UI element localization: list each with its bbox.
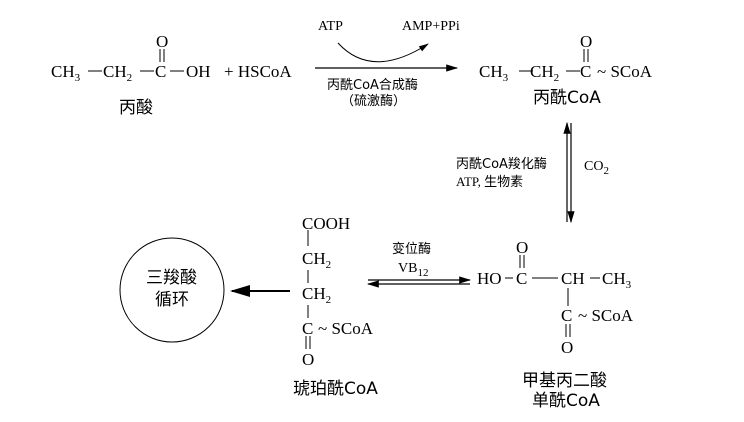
succinyl-coa-name: 琥珀酰CoA xyxy=(293,379,378,399)
sc-scoa: ~ SCoA xyxy=(318,319,374,338)
step3-enzyme: 变位酶 xyxy=(392,242,432,257)
propionyl-coa-name: 丙酰CoA xyxy=(533,88,601,108)
tca-line1: 三羧酸 xyxy=(146,268,197,288)
pc-o: O xyxy=(580,32,593,51)
propionate-name: 丙酸 xyxy=(119,98,153,118)
sc-o: O xyxy=(302,350,315,369)
co2-label: CO2 xyxy=(584,159,609,177)
methylmalonyl-name-line2: 单酰CoA xyxy=(532,391,600,411)
step2-cofactors: ATP, 生物素 xyxy=(456,174,524,189)
mm-o2: O xyxy=(561,338,574,357)
step2-enzyme: 丙酰CoA羧化酶 xyxy=(456,157,547,172)
mm-ch: CH xyxy=(561,269,585,288)
mm-ch3: CH3 xyxy=(602,269,632,291)
pc-scoa: ~ SCoA xyxy=(597,62,653,81)
amp-ppi-label: AMP+PPi xyxy=(402,19,460,34)
mm-c2: C xyxy=(561,306,573,325)
mm-c1: C xyxy=(516,269,528,288)
pc-ch2: CH2 xyxy=(530,62,560,84)
mm-scoa: ~ SCoA xyxy=(578,306,634,325)
step3-cofactor: VB12 xyxy=(398,261,429,279)
mm-o1: O xyxy=(516,238,529,257)
sc-ch2b: CH2 xyxy=(302,284,332,306)
tca-circle xyxy=(119,237,225,343)
tca-line2: 循环 xyxy=(155,290,189,310)
propionate-c: C xyxy=(155,62,167,81)
step1-enzyme: 丙酰CoA合成酶 xyxy=(327,78,418,93)
sc-c: C xyxy=(302,319,314,338)
plus-hscoa: + HSCoA xyxy=(224,62,292,81)
propionate-oh: OH xyxy=(186,62,211,81)
pc-ch3: CH3 xyxy=(479,62,509,84)
step1-enzyme-alt: （硫激酶） xyxy=(341,94,407,109)
arrow-atp-to-amp xyxy=(337,42,429,63)
propionate-ch3: CH3 xyxy=(51,62,81,84)
sc-cooh: COOH xyxy=(302,214,351,233)
propionate-ch2: CH2 xyxy=(103,62,133,84)
mm-ho: HO xyxy=(477,269,502,288)
propionate-o: O xyxy=(156,32,169,51)
pc-c: C xyxy=(580,62,592,81)
methylmalonyl-name-line1: 甲基丙二酸 xyxy=(522,371,607,391)
atp-label: ATP xyxy=(318,19,343,34)
sc-ch2a: CH2 xyxy=(302,249,332,271)
